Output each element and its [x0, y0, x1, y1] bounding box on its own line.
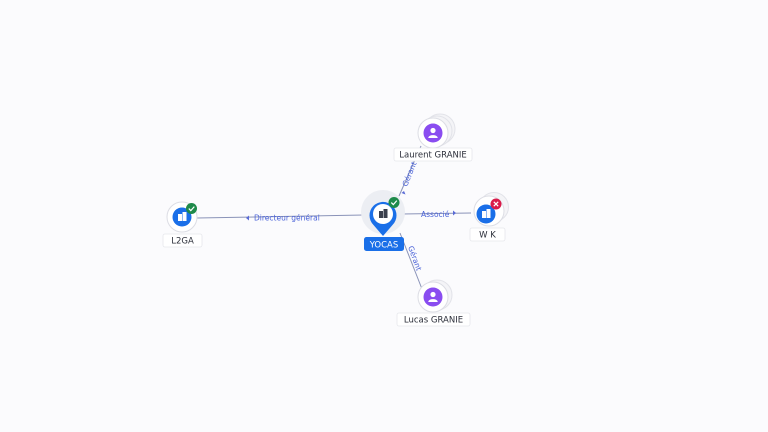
edge-label-directeur-general: Directeur général	[254, 214, 320, 223]
building-icon	[178, 212, 187, 221]
status-ok-badge	[186, 203, 197, 214]
building-icon	[379, 209, 388, 218]
status-ok-badge	[388, 197, 400, 208]
node-yocas[interactable]: YOCAS	[361, 190, 405, 251]
node-label-lucas-granie: Lucas GRANIE	[404, 316, 463, 326]
node-label-wk: W K	[479, 231, 496, 241]
person-icon	[428, 291, 438, 302]
edge-arrow-icon	[401, 191, 406, 195]
node-label-laurent-granie: Laurent GRANIE	[399, 151, 467, 161]
node-label-l2ga: L2GA	[171, 237, 194, 247]
node-laurent-granie[interactable]: Laurent GRANIE	[393, 113, 473, 162]
node-lucas-granie[interactable]: Lucas GRANIE	[396, 279, 471, 327]
edges: Directeur général Associé Gérant Gérant	[196, 145, 472, 290]
person-icon	[428, 127, 438, 138]
edge-yocas-l2ga[interactable]: Directeur général	[196, 214, 365, 223]
status-closed-badge	[490, 198, 502, 210]
edge-label-gerant-top: Gérant	[401, 160, 419, 187]
edge-yocas-wk[interactable]: Associé	[401, 210, 472, 219]
node-wk[interactable]: W K	[469, 192, 509, 242]
node-l2ga[interactable]: L2GA	[162, 201, 203, 248]
edge-label-gerant-bottom: Gérant	[406, 245, 423, 272]
edge-arrow-icon	[246, 215, 249, 221]
building-icon	[482, 209, 491, 218]
edge-arrow-icon	[453, 210, 456, 216]
edge-label-associe: Associé	[421, 210, 450, 219]
node-label-yocas: YOCAS	[369, 241, 399, 251]
